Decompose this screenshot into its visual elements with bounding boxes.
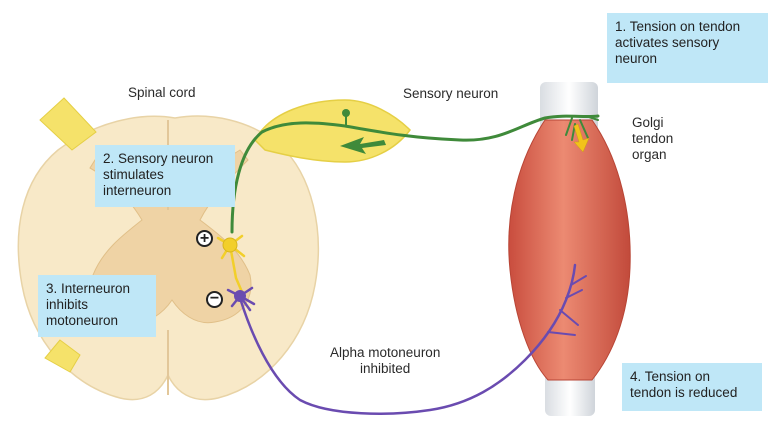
label-sensory-neuron: Sensory neuron	[403, 86, 499, 101]
motoneuron-cell-body	[234, 290, 246, 302]
label-alpha-motoneuron: Alpha motoneuron inhibited	[330, 345, 441, 376]
inhibitory-sign: −	[206, 291, 223, 308]
callout-step-3: 3. Interneuron inhibits motoneuron	[38, 275, 156, 337]
sensory-neuron	[230, 114, 600, 234]
callout-step-2: 2. Sensory neuron stimulates interneuron	[95, 145, 235, 207]
motoneuron-terminals	[547, 275, 587, 336]
callout-step-1: 1. Tension on tendon activates sensory n…	[607, 13, 768, 83]
impulse-arrow-sensory	[340, 137, 386, 154]
excitatory-sign: +	[196, 230, 213, 247]
interneuron-cell-body	[222, 237, 238, 253]
motoneuron-dendrites	[226, 286, 256, 312]
label-golgi-tendon-organ: Golgi tendon organ	[632, 115, 674, 162]
dorsal-root-left	[39, 97, 97, 151]
motoneuron-axon	[238, 263, 577, 415]
tension-arrow	[573, 123, 590, 153]
muscle-belly	[508, 119, 631, 381]
sensory-cell-body	[342, 109, 350, 117]
alpha-motoneuron	[226, 263, 587, 415]
muscle	[508, 82, 631, 416]
callout-step-4: 4. Tension on tendon is reduced	[622, 363, 762, 411]
sensory-neuron-axon	[230, 114, 600, 234]
ventral-root-left	[44, 339, 81, 373]
label-spinal-cord: Spinal cord	[128, 85, 196, 100]
dorsal-root-ganglion	[254, 99, 411, 163]
golgi-tendon-organ-endings	[565, 115, 599, 141]
